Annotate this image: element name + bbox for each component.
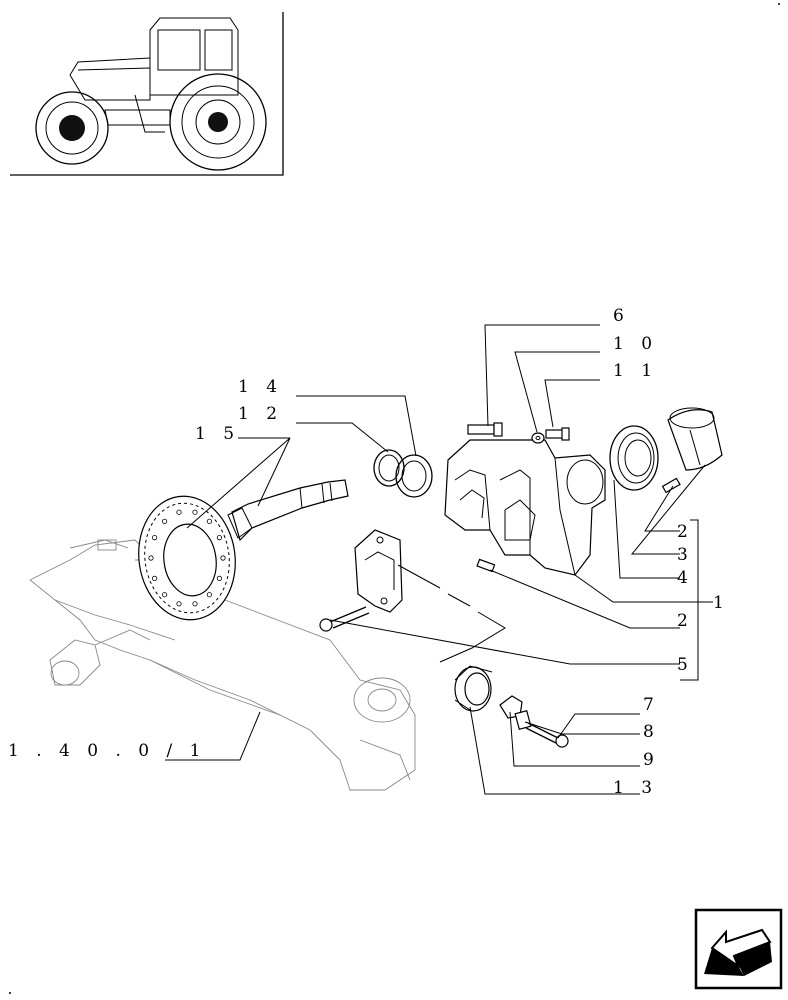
corner-mark <box>9 992 11 994</box>
callout-labels: 6 1 0 1 1 1 4 1 2 1 5 2 3 4 1 2 5 7 8 9 … <box>8 306 730 798</box>
gear-bolt-hole <box>152 575 158 582</box>
callout-12: 1 2 <box>238 404 283 424</box>
gear-bolt-hole <box>176 509 182 515</box>
lock-washer-8[interactable] <box>514 709 532 731</box>
callout-3: 3 <box>677 545 694 565</box>
gear-bolt-hole <box>162 518 168 524</box>
reference-label: 1 . 4 0 . 0 / 1 <box>8 741 206 761</box>
assembly-lines <box>397 564 506 663</box>
washer-10[interactable] <box>531 432 545 444</box>
callout-13: 1 3 <box>613 778 658 798</box>
gear-bolt-hole <box>148 555 154 561</box>
bearing-cone-3[interactable] <box>667 407 723 471</box>
gear-bolt-hole <box>206 518 212 524</box>
lock-plate-9[interactable] <box>499 695 523 719</box>
bolt-11[interactable] <box>545 427 570 441</box>
bolt-6[interactable] <box>467 422 503 437</box>
callout-8: 8 <box>643 722 660 742</box>
axle-housing <box>29 539 416 791</box>
gear-bolt-hole <box>192 509 198 515</box>
callout-2a: 2 <box>677 522 694 542</box>
dowel-pin-2b[interactable] <box>476 558 496 573</box>
corner-mark <box>778 3 780 5</box>
differential-carrier[interactable] <box>444 439 606 576</box>
callout-14: 1 4 <box>238 377 283 397</box>
bearing-cap[interactable] <box>354 529 403 613</box>
dowel-pin-2[interactable] <box>661 477 681 494</box>
cap-bolt-5[interactable] <box>319 606 370 632</box>
back-arrow-icon <box>704 928 772 976</box>
lock-bolt-7[interactable] <box>525 722 569 748</box>
tractor-thumbnail[interactable] <box>10 12 284 176</box>
callout-2b: 2 <box>677 611 694 631</box>
callout-9: 9 <box>643 750 660 770</box>
callout-5: 5 <box>677 655 694 675</box>
back-navigation-button[interactable] <box>694 908 783 990</box>
shim-ring-14[interactable] <box>395 454 433 498</box>
callout-15: 1 5 <box>195 424 240 444</box>
tractor-icon <box>35 17 267 171</box>
callout-1: 1 <box>713 593 730 613</box>
ring-gear-and-pinion[interactable] <box>131 479 349 626</box>
bearing-cup-4[interactable] <box>609 425 659 491</box>
gear-bolt-hole <box>192 601 198 607</box>
gear-bolt-hole <box>162 592 168 598</box>
callout-4: 4 <box>677 568 694 588</box>
gear-bolt-hole <box>216 534 222 541</box>
gear-bolt-hole <box>176 601 182 607</box>
callout-10: 1 0 <box>613 334 658 354</box>
gear-bolt-hole <box>152 534 158 541</box>
gear-bolt-hole <box>220 555 226 561</box>
gear-bolt-hole <box>216 575 222 582</box>
callout-7: 7 <box>643 695 660 715</box>
callout-6: 6 <box>613 306 630 326</box>
gear-bolt-hole <box>206 592 212 598</box>
callout-11: 1 1 <box>613 361 658 381</box>
adjusting-nut-13[interactable] <box>454 665 493 712</box>
leader-lines <box>165 324 713 795</box>
snap-ring-12[interactable] <box>373 449 405 487</box>
